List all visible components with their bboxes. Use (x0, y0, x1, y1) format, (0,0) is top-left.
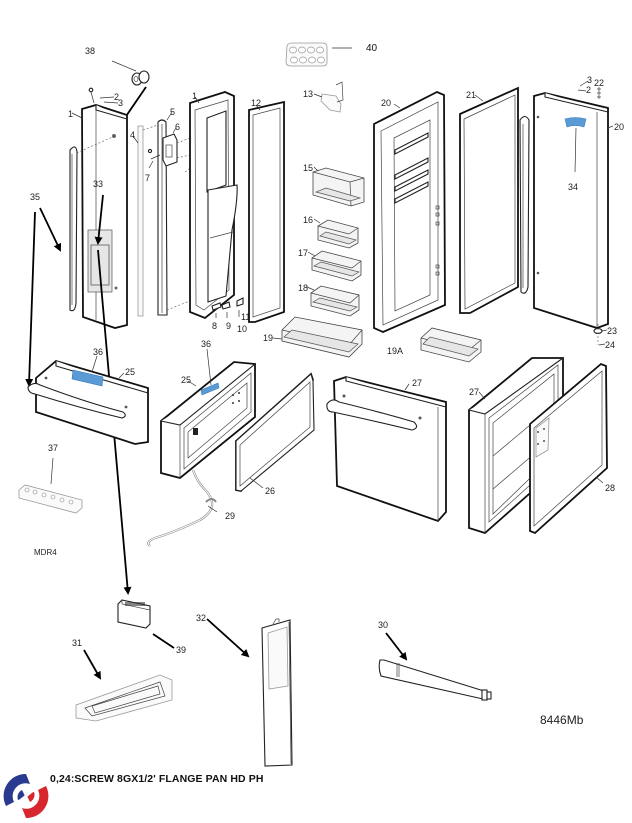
part-38-hinge-bushing (111, 60, 150, 86)
part-17-door-bin (307, 250, 362, 282)
part-21-right-gasket (459, 86, 519, 314)
brand-logo-icon (3, 773, 49, 819)
part-25-drawer-front-outer (27, 355, 149, 445)
callout-4-left: 4 (130, 130, 135, 140)
callout-10: 10 (237, 324, 247, 334)
callout-1-inner: 1 (192, 91, 197, 101)
part-37-control-board (18, 457, 83, 514)
callout-5: 5 (170, 107, 175, 117)
part-27-freezer-door-outer (326, 376, 447, 523)
callout-7: 7 (145, 173, 150, 183)
callout-36-left: 36 (93, 347, 103, 357)
part-12-left-gasket (248, 100, 285, 323)
parts-8-to-11 (211, 297, 244, 318)
badge-34 (564, 117, 587, 128)
callout-9: 9 (226, 321, 231, 331)
callout-34: 34 (568, 182, 578, 192)
part-20-right-door-inner (373, 91, 446, 333)
callout-12: 12 (251, 98, 261, 108)
callout-32: 32 (196, 613, 206, 623)
part-13-bracket (313, 81, 344, 113)
part-32-dispenser-panel (261, 618, 293, 767)
part-19A-door-bin (420, 327, 482, 363)
callout-22: 22 (594, 78, 604, 88)
callout-20-inner: 20 (381, 98, 391, 108)
callout-25-right: 25 (181, 375, 191, 385)
callout-30: 30 (378, 620, 388, 630)
callout-2-left: 2 (114, 92, 119, 102)
callout-8: 8 (212, 321, 217, 331)
part-16-door-bin (313, 218, 359, 249)
arrow-35a (39, 207, 62, 252)
callout-36-right: 36 (201, 339, 211, 349)
part-20-right-door-outer (533, 80, 614, 346)
callout-18: 18 (298, 283, 308, 293)
part-40-egg-tray (285, 42, 352, 67)
callout-29: 29 (225, 511, 235, 521)
callout-33: 33 (93, 179, 103, 189)
callout-19A: 19A (387, 346, 403, 356)
callout-15: 15 (303, 163, 313, 173)
callout-37: 37 (48, 443, 58, 453)
part-28-freezer-gasket (529, 362, 608, 535)
part-29-wire-harness (147, 469, 218, 547)
callout-28: 28 (605, 483, 615, 493)
arrow-32 (206, 618, 250, 658)
callout-16: 16 (303, 215, 313, 225)
part-26-drawer-gasket (235, 372, 315, 493)
arrow-30 (385, 632, 408, 661)
callout-1-left: 1 (68, 109, 73, 119)
display-36-left (71, 369, 104, 387)
diagram-code: 8446Mb (540, 713, 584, 727)
callout-40: 40 (366, 43, 378, 54)
callout-39: 39 (176, 645, 186, 655)
part-27-freezer-door-inner (468, 357, 564, 535)
part-18-door-bin (306, 285, 360, 317)
callout-38: 38 (85, 46, 95, 56)
model-label: MDR4 (34, 548, 57, 557)
callout-17: 17 (298, 248, 308, 258)
part-31-drip-tray (75, 674, 173, 722)
callout-labels: 40 38 2 3 1 4 5 6 7 1 12 13 15 16 17 18 … (30, 43, 624, 655)
part-4-right-door-handle (519, 115, 530, 294)
callout-2-right: 2 (586, 85, 591, 95)
arrow-35b (25, 211, 36, 387)
part-39-dispenser-switch (117, 599, 175, 649)
callout-27-inner: 27 (469, 387, 479, 397)
callout-6: 6 (175, 122, 180, 132)
part-4-gasket-strip (132, 125, 144, 317)
callout-25-left: 25 (125, 367, 135, 377)
footer-note: 0,24:SCREW 8GX1/2' FLANGE PAN HD PH (50, 773, 264, 785)
callout-11: 11 (241, 312, 250, 322)
callout-3-right: 3 (587, 75, 592, 85)
callout-21: 21 (466, 90, 476, 100)
callout-26: 26 (265, 486, 275, 496)
callout-3-left: 3 (118, 98, 123, 108)
display-36-right (200, 382, 220, 396)
callout-27-outer: 27 (412, 378, 422, 388)
part-19-gallon-bin (272, 316, 363, 358)
callout-13: 13 (303, 89, 313, 99)
callout-20-outer: 20 (614, 122, 624, 132)
arrow-31 (83, 649, 101, 680)
callout-24: 24 (605, 340, 615, 350)
part-1-left-door-outer (71, 87, 128, 329)
part-15-dairy-bin (312, 166, 365, 207)
arrow-33 (94, 194, 104, 245)
callout-23: 23 (607, 326, 617, 336)
callout-31: 31 (72, 638, 82, 648)
part-25-drawer-front-inner (160, 348, 256, 479)
part-30-water-tube (378, 659, 492, 701)
part-35-left-door-handle (69, 146, 78, 312)
part-1-left-door-inner (189, 91, 238, 320)
part-5-mullion (142, 111, 206, 316)
callout-35: 35 (30, 192, 40, 202)
callout-19: 19 (263, 333, 273, 343)
